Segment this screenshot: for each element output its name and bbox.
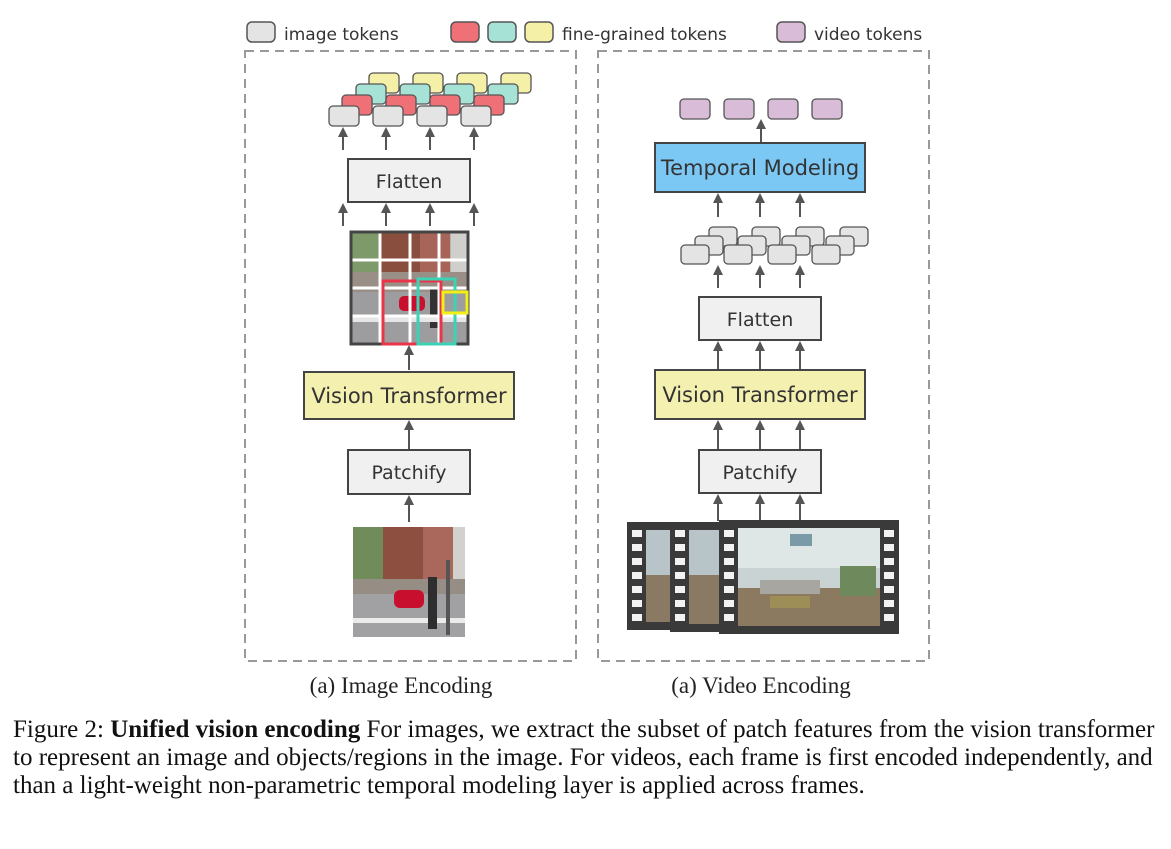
legend-swatch-video-tokens (776, 21, 806, 43)
image-arrows-top (338, 127, 479, 150)
figure-caption-title: Unified vision encoding (110, 716, 361, 743)
legend-swatch-image-tokens (246, 21, 276, 43)
legend-swatch-teal (487, 21, 517, 43)
video-arrows-patchify (713, 420, 805, 449)
image-patchify-box (347, 449, 471, 495)
image-encoding-caption: (a) Image Encoding (310, 673, 493, 698)
video-encoding-caption: (a) Video Encoding (671, 673, 851, 698)
image-arrows-mid (338, 203, 479, 226)
image-vit-label: Vision Transformer (311, 384, 507, 408)
video-flatten-box (698, 296, 822, 341)
figure-caption: Figure 2: Unified vision encoding For im… (13, 716, 1163, 800)
region-box-red (381, 279, 443, 346)
image-vit-box (303, 371, 515, 420)
figure-diagram: image tokens fine-grained tokens video t… (244, 21, 930, 698)
temporal-modeling-box (654, 142, 866, 193)
video-frame-2 (670, 522, 720, 632)
video-frame-3 (719, 520, 899, 634)
image-flatten-box (347, 158, 471, 203)
image-patchify-label: Patchify (371, 462, 446, 484)
video-vit-label: Vision Transformer (662, 383, 858, 407)
video-patchify-box (698, 449, 822, 494)
legend-label-fine-grained-tokens: fine-grained tokens (562, 25, 727, 45)
video-encoding-panel (597, 50, 930, 662)
video-arrows-top (713, 193, 805, 217)
frame-token-stack-3 (767, 226, 825, 265)
video-frames (627, 520, 899, 634)
video-arrows-vit (713, 341, 805, 369)
region-box-yellow (441, 290, 469, 315)
figure-caption-label: Figure 2: (13, 716, 104, 743)
video-arrows-frames (713, 494, 805, 521)
legend-swatch-yellow (524, 21, 554, 43)
token-stack-4 (460, 72, 532, 127)
video-tokens (679, 98, 843, 120)
image-encoding-panel (244, 50, 577, 662)
frame-token-stack-2 (723, 226, 781, 265)
patch-grid-image (349, 230, 470, 346)
video-patchify-label: Patchify (722, 462, 797, 484)
video-frame-token-stacks (680, 226, 869, 265)
figure-caption-body: For images, we extract the subset of pat… (13, 716, 1155, 799)
legend: image tokens fine-grained tokens video t… (246, 21, 922, 45)
legend-label-video-tokens: video tokens (814, 25, 922, 45)
frame-token-stack-4 (811, 226, 869, 265)
token-stack-2 (372, 72, 444, 127)
video-arrows-mid (713, 265, 805, 288)
token-stack-1 (328, 72, 400, 127)
legend-label-image-tokens: image tokens (284, 25, 399, 45)
input-image (353, 527, 465, 637)
token-stack-3 (416, 72, 488, 127)
video-frame-1 (627, 522, 677, 630)
image-token-stacks (328, 72, 532, 127)
video-vit-box (654, 369, 866, 420)
image-flatten-label: Flatten (376, 171, 442, 193)
video-flatten-label: Flatten (727, 309, 793, 331)
legend-swatch-red (450, 21, 480, 43)
temporal-modeling-label: Temporal Modeling (660, 156, 859, 180)
frame-token-stack-1 (680, 226, 738, 265)
